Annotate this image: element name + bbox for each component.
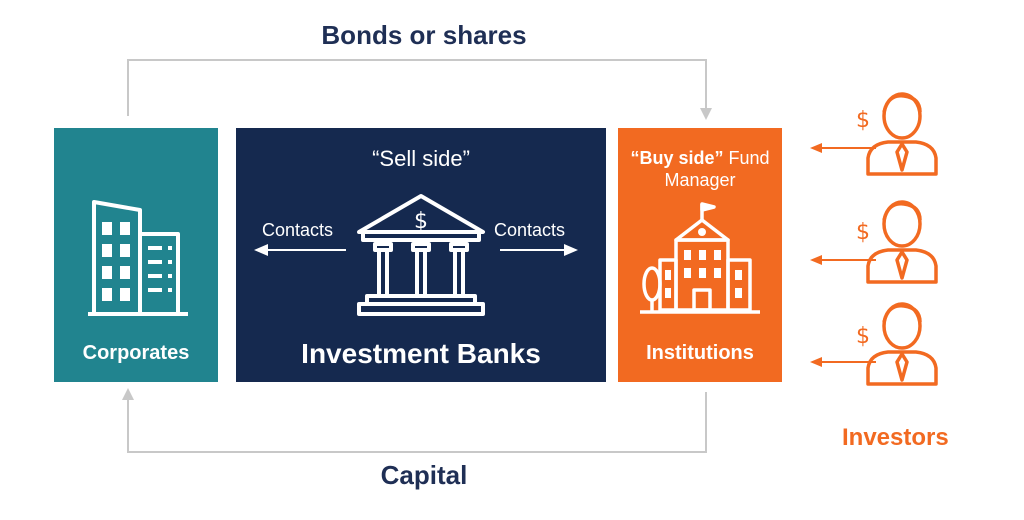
capital-arrow-line — [127, 392, 707, 453]
sell-side-label: “Sell side” — [372, 146, 470, 171]
office-building-icon — [88, 200, 188, 316]
svg-text:$: $ — [414, 209, 428, 234]
right-arrow-icon — [500, 244, 578, 256]
dollar-sign: $ — [856, 324, 870, 349]
investment-banks-label: Investment Banks — [301, 338, 541, 369]
investor-person-icon — [866, 92, 938, 176]
investor-arrow-icon — [810, 143, 876, 153]
capital-arrowhead — [122, 388, 134, 400]
bonds-or-shares-label: Bonds or shares — [321, 20, 527, 50]
left-arrow-icon — [254, 244, 346, 256]
investor-person-icon — [866, 200, 938, 284]
investor-person-icon — [866, 302, 938, 386]
manager-label: Manager — [664, 170, 736, 190]
institution-building-icon — [640, 202, 760, 314]
contacts-left-label: Contacts — [262, 220, 334, 240]
bonds-arrowhead — [700, 108, 712, 120]
buy-side-heading: “Buy side” Fund — [618, 148, 782, 169]
investor-arrow-icon — [810, 255, 876, 265]
bonds-arrow-line — [127, 59, 707, 116]
bank-building-icon: $ — [357, 194, 485, 316]
corporates-label: Corporates — [82, 342, 190, 364]
institutions-label: Institutions — [646, 342, 754, 364]
investors-label: Investors — [842, 424, 949, 451]
corporates-box: Corporates — [54, 128, 218, 382]
investor-arrow-icon — [810, 357, 876, 367]
investment-banks-box: “Sell side” Contacts Contacts $ Invest — [236, 128, 606, 382]
buy-side-label: “Buy side” — [630, 148, 724, 168]
capital-label: Capital — [380, 460, 468, 490]
fund-label: Fund — [723, 148, 770, 168]
contacts-right-label: Contacts — [494, 220, 566, 240]
dollar-sign: $ — [856, 108, 870, 133]
investors-group: $ $ $ — [800, 80, 980, 400]
institutions-box: “Buy side” Fund Manager — [618, 128, 782, 382]
dollar-sign: $ — [856, 220, 870, 245]
